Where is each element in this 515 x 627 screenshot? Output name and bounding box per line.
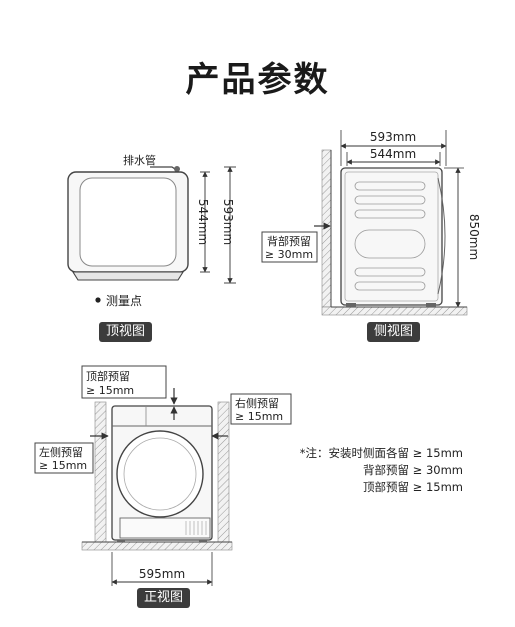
back-clearance-line2: ≥ 30mm (265, 248, 313, 261)
top-view-caption: 顶视图 (99, 322, 153, 342)
measure-point-label: 测量点 (106, 294, 142, 308)
top-depth-inner-label: 544mm (196, 199, 210, 245)
page-title: 产品参数 (185, 60, 330, 100)
side-view-drawing (314, 130, 468, 316)
back-clearance-callout: 背部预留 ≥ 30mm (261, 231, 318, 263)
side-view-caption: 侧视图 (367, 322, 421, 342)
front-width-label: 595mm (139, 567, 185, 581)
top-clearance-line2: ≥ 15mm (86, 384, 134, 397)
left-clearance-callout: 左侧预留 ≥ 15mm (34, 442, 94, 474)
note-line-3: 顶部预留 ≥ 15mm (363, 480, 463, 494)
note-line-2: 背部预留 ≥ 30mm (363, 463, 463, 477)
installation-notes: *注：安装时侧面各留 ≥ 15mm 背部预留 ≥ 30mm 顶部预留 ≥ 15m… (300, 445, 463, 496)
side-height-label: 850mm (467, 214, 481, 260)
left-clearance-line1: 左侧预留 (39, 446, 83, 459)
left-clearance-line2: ≥ 15mm (39, 459, 87, 472)
top-clearance-callout: 顶部预留 ≥ 15mm (81, 365, 167, 399)
right-clearance-callout: 右侧预留 ≥ 15mm (230, 393, 292, 425)
right-clearance-line1: 右侧预留 (235, 396, 279, 410)
top-clearance-line1: 顶部预留 (86, 369, 130, 383)
back-clearance-line1: 背部预留 (267, 234, 311, 248)
top-view-drawing (67, 166, 236, 303)
front-view-caption: 正视图 (137, 588, 191, 608)
side-depth-inner-label: 544mm (370, 147, 416, 161)
top-depth-outer-label: 593mm (221, 199, 235, 245)
front-view-drawing (81, 388, 233, 586)
right-clearance-line2: ≥ 15mm (235, 410, 283, 423)
side-depth-outer-label: 593mm (370, 130, 416, 144)
drain-pipe-label: 排水管 (123, 153, 156, 167)
note-line-1: *注：安装时侧面各留 ≥ 15mm (299, 446, 463, 460)
